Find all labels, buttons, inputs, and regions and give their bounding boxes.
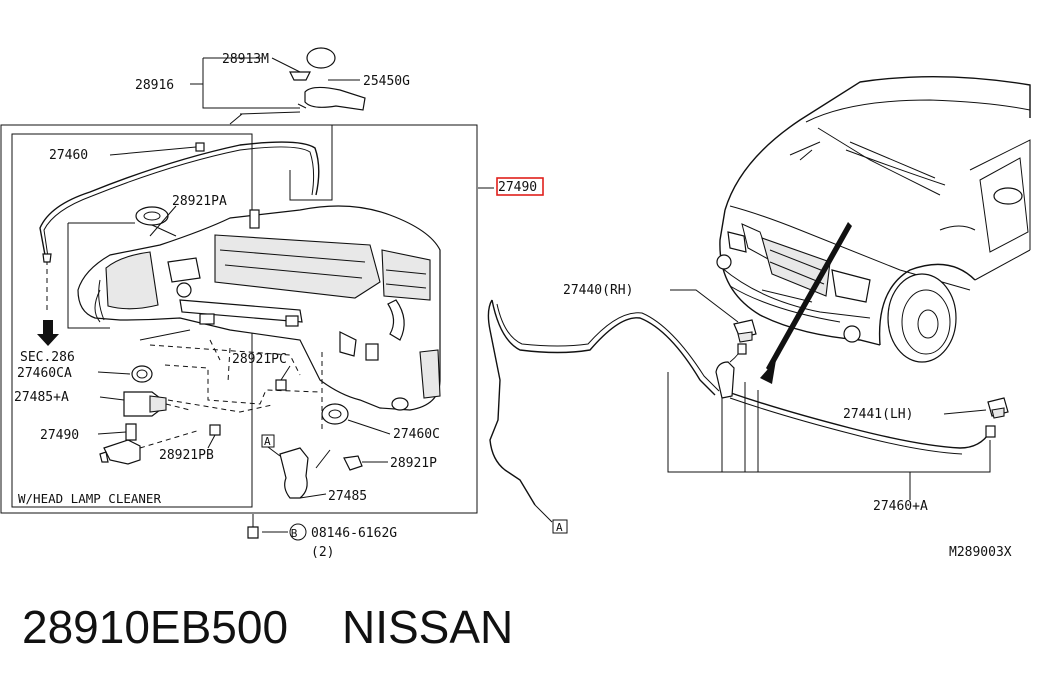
pump-27485 bbox=[261, 434, 331, 499]
direction-arrow bbox=[766, 222, 852, 372]
part-number: 28910EB500 bbox=[22, 601, 289, 653]
label-28921PA: 28921PA bbox=[172, 194, 227, 209]
nozzle-lh-icon bbox=[943, 397, 1009, 419]
hose-27460A bbox=[487, 299, 996, 534]
nozzle-rh-icon bbox=[670, 289, 757, 343]
label-27490: 27490 bbox=[40, 428, 79, 443]
vehicle-drawing bbox=[716, 75, 1031, 363]
label-bolt-qty: (2) bbox=[311, 545, 334, 560]
label-27460CA: 27460CA bbox=[17, 366, 72, 381]
filler-cap-group bbox=[190, 47, 366, 125]
label-drawing-number: M289003X bbox=[949, 545, 1012, 560]
label-27490-main: 27490 bbox=[498, 180, 537, 195]
grommet-28921PC bbox=[275, 365, 291, 391]
grommet-icon bbox=[289, 71, 311, 81]
label-27485: 27485 bbox=[328, 489, 367, 504]
label-sec286: SEC.286 bbox=[20, 350, 75, 365]
grommet-28921PA bbox=[135, 205, 177, 237]
bolt-icon bbox=[247, 514, 307, 541]
label-28921PC: 28921PC bbox=[232, 352, 287, 367]
main-frame bbox=[0, 124, 478, 514]
label-27460C: 27460C bbox=[393, 427, 440, 442]
bolt-circle-icon bbox=[289, 523, 307, 541]
label-27460A: 27460+A bbox=[873, 499, 928, 514]
cap-icon bbox=[306, 47, 336, 69]
label-ref-a-left: A bbox=[264, 435, 271, 448]
label-27460: 27460 bbox=[49, 148, 88, 163]
label-27485A: 27485+A bbox=[14, 390, 69, 405]
label-headlamp-cleaner: W/HEAD LAMP CLEANER bbox=[18, 491, 161, 506]
label-27440RH: 27440(RH) bbox=[563, 283, 633, 298]
pump-27485A bbox=[99, 391, 191, 417]
label-bolt: 08146-6162G bbox=[311, 526, 397, 541]
label-28921P: 28921P bbox=[390, 456, 437, 471]
pump-27460CA bbox=[97, 365, 153, 383]
label-25450G: 25450G bbox=[363, 74, 410, 89]
highlight-box bbox=[496, 177, 544, 196]
hose-27460 bbox=[39, 141, 320, 312]
pump-27460C bbox=[321, 397, 409, 435]
filler-neck-icon bbox=[304, 86, 366, 111]
brand-name: NISSAN bbox=[342, 601, 514, 653]
label-28921PB: 28921PB bbox=[159, 448, 214, 463]
pump-27490 bbox=[97, 423, 201, 465]
grommet-28921PB bbox=[207, 424, 221, 449]
down-arrow-icon bbox=[37, 320, 59, 346]
grommet-28921P bbox=[343, 455, 388, 471]
label-bolt-circle: B bbox=[291, 527, 298, 540]
label-27441LH: 27441(LH) bbox=[843, 407, 913, 422]
label-28916: 28916 bbox=[135, 78, 174, 93]
label-28913M: 28913M bbox=[222, 52, 269, 67]
label-ref-a-right: A bbox=[556, 521, 563, 534]
reservoir-tank bbox=[77, 205, 441, 411]
